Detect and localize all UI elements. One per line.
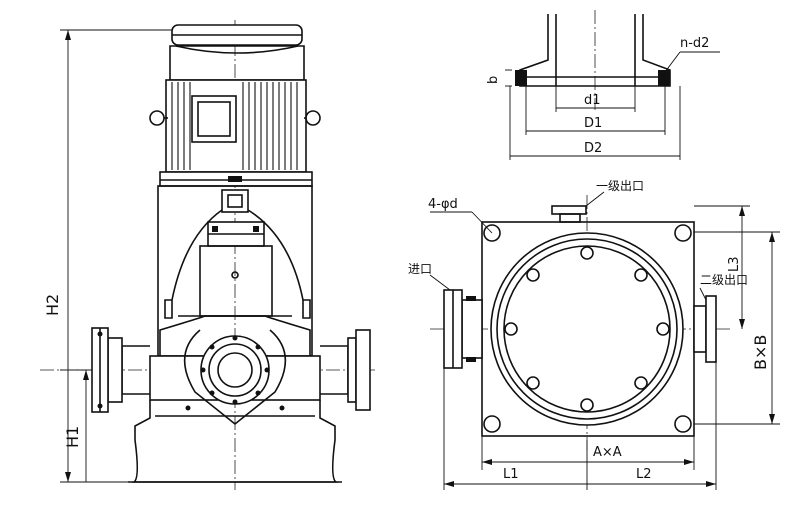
dim-h2: H2 (43, 294, 62, 316)
dim-n-d2: n-d2 (680, 36, 709, 51)
dim-L2: L2 (636, 467, 652, 482)
label-outlet-1: 一级出口 (596, 179, 644, 193)
front-elevation (40, 20, 375, 490)
label-inlet: 进口 (408, 262, 432, 276)
dim-L1: L1 (503, 467, 519, 482)
label-outlet-2: 二级出口 (700, 273, 748, 287)
plan-view (429, 191, 780, 490)
dim-AxA: A×A (593, 445, 622, 460)
dim-L3: L3 (727, 256, 742, 272)
dim-D1: D1 (584, 116, 602, 131)
dim-holes: 4-φd (428, 197, 458, 212)
flange-detail (505, 10, 720, 160)
dim-BxB: B×B (751, 335, 770, 370)
dim-D2: D2 (584, 141, 602, 156)
dim-b: b (486, 76, 501, 84)
dim-h1: H1 (63, 426, 82, 448)
dim-d1-small: d1 (584, 93, 601, 108)
